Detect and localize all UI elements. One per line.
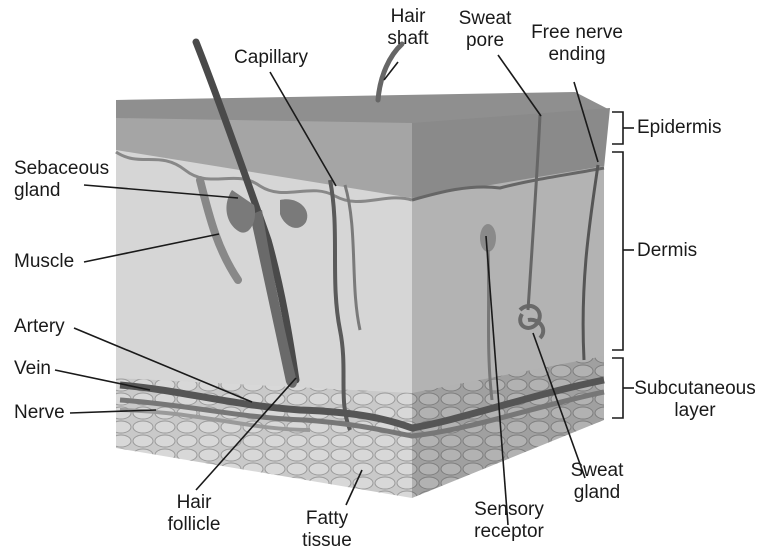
bracket-dermis [612,152,623,350]
sensory-receptor-illustration [480,224,496,252]
bracket-epidermis [612,112,623,144]
label-epidermis: Epidermis [637,117,747,139]
label-vein: Vein [14,358,74,380]
label-nerve: Nerve [14,402,84,424]
subcutaneous-front-face [116,378,412,498]
label-capillary: Capillary [226,47,316,69]
skin-block-illustration [116,42,610,498]
label-muscle: Muscle [14,251,94,273]
label-dermis: Dermis [637,240,727,262]
bracket-subcutaneous [612,358,623,418]
label-artery: Artery [14,316,94,338]
dermis-side-face [412,166,604,395]
